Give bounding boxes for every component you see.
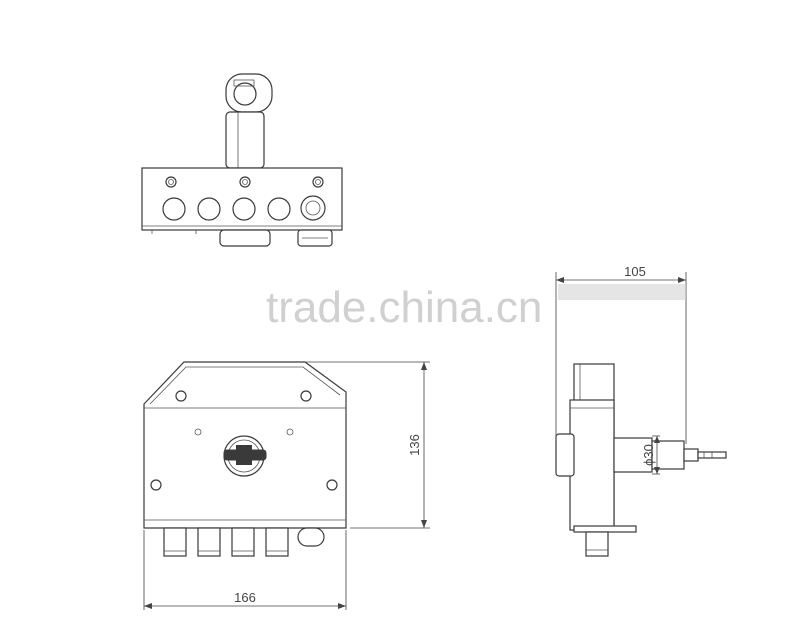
- screw-hole: [165, 176, 177, 188]
- bolt: [163, 527, 187, 557]
- diameter-dimension: ϕ30: [641, 435, 660, 475]
- cylinder-knob-icon: [223, 435, 267, 477]
- bolt: [197, 527, 221, 557]
- top-view: [141, 73, 343, 247]
- width-label: 166: [234, 590, 256, 605]
- height-dimension: 136: [306, 361, 430, 529]
- depth-dimension: 105: [555, 264, 687, 444]
- side-view: [555, 363, 727, 557]
- bolt-end: [232, 197, 256, 221]
- bolt: [231, 527, 255, 557]
- watermark-band: [558, 284, 686, 300]
- width-dimension: 166: [143, 530, 347, 610]
- pin-hole: [286, 428, 294, 436]
- screw-hole: [326, 479, 338, 491]
- pin-hole: [194, 428, 202, 436]
- bolt-end: [267, 197, 291, 221]
- screw-hole: [300, 390, 312, 402]
- front-view: [143, 361, 347, 557]
- screw-hole: [150, 479, 162, 491]
- diameter-label: ϕ30: [641, 444, 656, 466]
- depth-label: 105: [624, 264, 646, 279]
- screw-hole: [175, 390, 187, 402]
- key-icon: [225, 73, 273, 169]
- bolt-end: [197, 197, 221, 221]
- watermark: trade.china.cn: [266, 283, 542, 332]
- bolt-end: [162, 197, 186, 221]
- screw-hole: [239, 176, 251, 188]
- height-label: 136: [407, 434, 422, 456]
- screw-hole: [312, 176, 324, 188]
- latch-end: [300, 195, 326, 221]
- bolt: [265, 527, 289, 557]
- cylinder-housing: [613, 437, 653, 473]
- latch: [297, 527, 325, 547]
